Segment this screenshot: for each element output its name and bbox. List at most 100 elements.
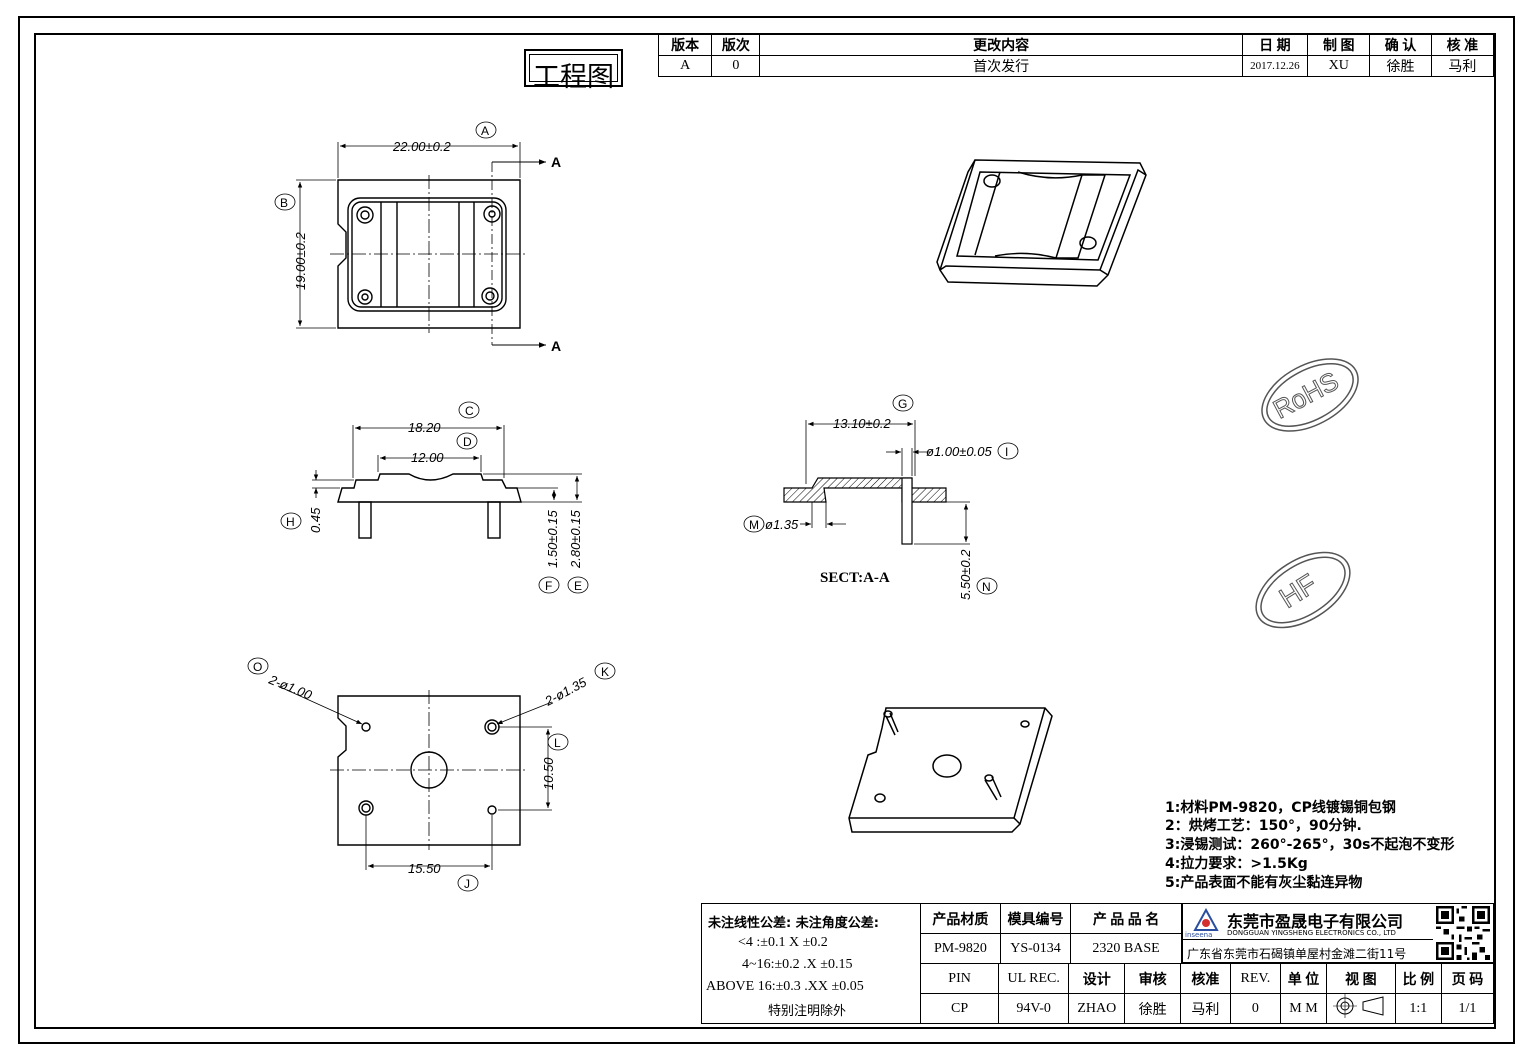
rev-cell-change: 首次发行 bbox=[759, 55, 1243, 77]
spec-page: 1/1 bbox=[1440, 993, 1495, 1024]
rev-cell-confirm: 徐胜 bbox=[1369, 55, 1432, 77]
drawing-title-box: 工程图 bbox=[524, 49, 623, 93]
company-divider bbox=[1183, 939, 1433, 940]
bottom-view-boss bbox=[410, 751, 448, 789]
label-d-bubble: D bbox=[463, 435, 472, 449]
info-mold: YS-0134 bbox=[999, 933, 1072, 964]
section-view bbox=[743, 394, 1019, 595]
side-view-pin bbox=[487, 501, 501, 539]
isometric-top-view bbox=[936, 159, 1147, 287]
dim-e-text: 2.80±0.15 bbox=[568, 509, 583, 569]
spec-rev: 0 bbox=[1229, 993, 1281, 1024]
tolerance-line-2: <4 :±0.1 X ±0.2 bbox=[738, 935, 828, 950]
label-o-bubble: O bbox=[253, 660, 262, 674]
spec-header-page: 页 码 bbox=[1440, 963, 1495, 994]
spec-design: ZHAO bbox=[1068, 993, 1126, 1024]
spec-header-review: 审核 bbox=[1124, 963, 1181, 994]
spec-header-ul: UL REC. bbox=[998, 963, 1070, 994]
note-4: 4:拉力要求：>1.5Kg bbox=[1165, 856, 1308, 872]
side-view bbox=[280, 401, 589, 594]
top-view-cavity-inner bbox=[351, 201, 503, 308]
company-name: 东莞市盈晟电子有限公司 bbox=[1227, 912, 1404, 931]
spec-ul: 94V-0 bbox=[998, 993, 1070, 1024]
label-m-bubble: M bbox=[749, 518, 759, 532]
note-3: 3:浸锡测试：260°-265°，30s不起泡不变形 bbox=[1165, 837, 1455, 853]
label-n-bubble: N bbox=[982, 580, 991, 594]
dim-f-text: 1.50±0.15 bbox=[545, 509, 560, 568]
dim-g-text: 13.10±0.2 bbox=[833, 416, 892, 431]
hf-stamp bbox=[1255, 551, 1351, 629]
dim-j-text: 15.50 bbox=[408, 861, 441, 876]
rev-cell-date: 2017.12.26 bbox=[1241, 55, 1309, 77]
section-caption: SECT:A-A bbox=[820, 570, 890, 586]
company-name-en: DONGGUAN YINGSHENG ELECTRONICS CO., LTD bbox=[1227, 929, 1396, 937]
label-b-bubble: B bbox=[280, 196, 288, 210]
section-pin bbox=[901, 477, 913, 545]
dim-d-text: 12.00 bbox=[411, 450, 444, 465]
dim-m-text: ø1.35 bbox=[765, 517, 799, 532]
note-1: 1:材料PM-9820，CP线镀锡铜包钢 bbox=[1165, 800, 1396, 816]
label-c-bubble: C bbox=[465, 404, 474, 418]
spec-header-unit: 单 位 bbox=[1279, 963, 1328, 994]
bottom-view-hole bbox=[487, 805, 497, 815]
label-f-bubble: F bbox=[545, 579, 552, 593]
spec-header-pin: PIN bbox=[919, 963, 1000, 994]
company-block: inseena 东莞市盈晟电子有限公司 DONGGUAN YINGSHENG E… bbox=[1182, 903, 1494, 963]
spec-header-design: 设计 bbox=[1068, 963, 1126, 994]
drawing-title: 工程图 bbox=[533, 62, 614, 93]
note-2: 2：烘烤工艺：150°，90分钟. bbox=[1165, 818, 1362, 834]
info-header-material: 产品材质 bbox=[920, 903, 1001, 934]
section-mark-bottom: A bbox=[551, 338, 561, 354]
spec-header-approve: 核准 bbox=[1179, 963, 1231, 994]
dim-l-text: 10.50 bbox=[541, 757, 556, 790]
isometric-bottom-view bbox=[848, 707, 1053, 833]
rohs-stamp bbox=[1261, 358, 1359, 432]
side-view-pin bbox=[358, 501, 372, 539]
tolerance-heading: 未注线性公差: 未注角度公差: bbox=[708, 916, 879, 931]
dim-k-text: 2-ø1.35 bbox=[541, 674, 589, 709]
side-view-body bbox=[337, 473, 522, 503]
rev-cell-approve: 马利 bbox=[1430, 55, 1495, 77]
dim-o-text: 2-ø1.00 bbox=[266, 671, 315, 702]
bottom-view bbox=[247, 657, 616, 892]
top-view-cavity bbox=[347, 197, 507, 312]
label-k-bubble: K bbox=[601, 665, 609, 679]
dim-n-text: 5.50±0.2 bbox=[958, 549, 973, 600]
spec-table: PIN UL REC. 设计 审核 核准 REV. 单 位 视 图 比 例 页 … bbox=[919, 963, 1495, 1024]
tolerance-line-4: ABOVE 16:±0.3 .XX ±0.05 bbox=[706, 979, 864, 994]
spec-header-rev: REV. bbox=[1229, 963, 1281, 994]
label-j-bubble: J bbox=[464, 877, 470, 891]
label-l-bubble: L bbox=[554, 736, 561, 750]
top-view-hole bbox=[356, 206, 374, 224]
rev-header-change: 更改内容 bbox=[759, 34, 1243, 56]
spec-scale: 1:1 bbox=[1394, 993, 1442, 1024]
spec-view-projection-icon bbox=[1326, 993, 1396, 1024]
spec-unit: M M bbox=[1279, 993, 1328, 1024]
top-view-outline bbox=[337, 179, 521, 329]
product-info-table: 产品材质 模具编号 产 品 品 名 PM-9820 YS-0134 2320 B… bbox=[920, 903, 1182, 964]
info-header-mold: 模具编号 bbox=[999, 903, 1072, 934]
info-product-name: 2320 BASE bbox=[1070, 933, 1182, 964]
note-5: 5:产品表面不能有灰尘黏连异物 bbox=[1165, 875, 1363, 891]
dim-h-text: 0.45 bbox=[308, 507, 323, 533]
top-view-hole bbox=[481, 287, 499, 305]
spec-header-view: 视 图 bbox=[1326, 963, 1396, 994]
company-logo-icon bbox=[1193, 908, 1219, 931]
spec-approve: 马利 bbox=[1179, 993, 1231, 1024]
spec-header-scale: 比 例 bbox=[1394, 963, 1442, 994]
rev-header-drawn: 制 图 bbox=[1307, 34, 1371, 56]
tolerance-block: 未注线性公差: 未注角度公差: <4 :±0.1 X ±0.2 4~16:±0.… bbox=[701, 903, 921, 1024]
qr-code-icon bbox=[1436, 906, 1490, 960]
outer-border bbox=[18, 16, 1515, 1044]
company-address: 广东省东莞市石碣镇单屋村金滩二街11号 bbox=[1187, 947, 1407, 961]
label-e-bubble: E bbox=[574, 579, 582, 593]
top-view-hole bbox=[357, 289, 373, 305]
dim-c-text: 18.20 bbox=[408, 420, 441, 435]
bottom-view-outline bbox=[337, 695, 521, 846]
label-a-bubble: A bbox=[481, 124, 489, 138]
rev-cell-drawn: XU bbox=[1307, 55, 1371, 77]
rev-cell-version: A bbox=[657, 55, 713, 77]
drawing-title-inner bbox=[529, 54, 618, 82]
